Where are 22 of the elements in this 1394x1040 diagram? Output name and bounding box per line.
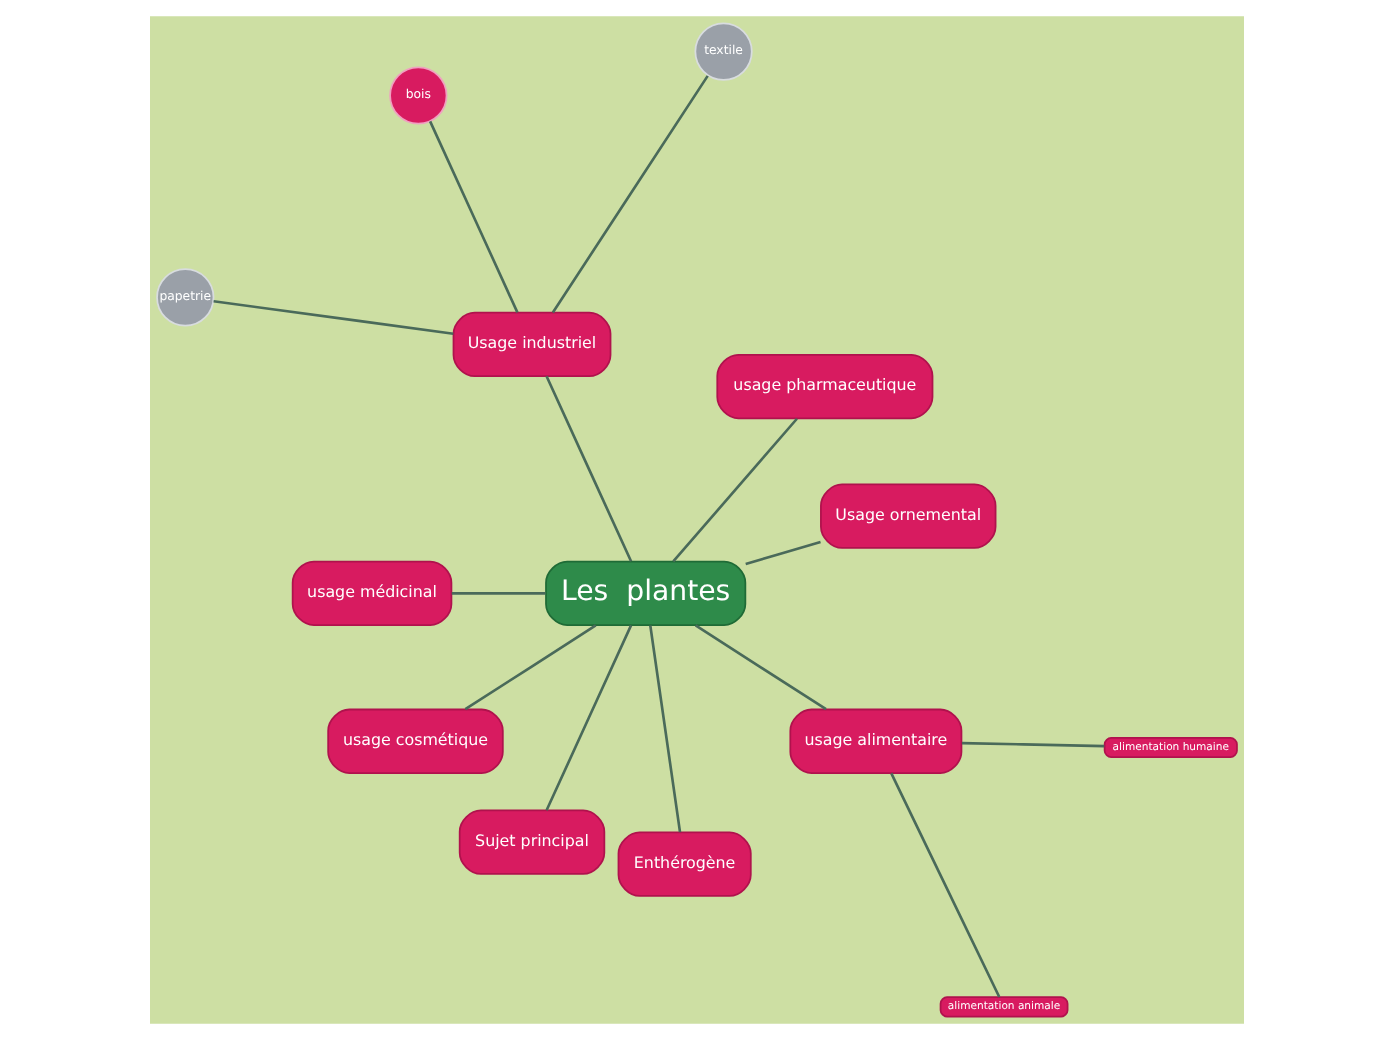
connector [545, 375, 633, 562]
node-box: Enthérogène [617, 831, 752, 897]
connector [961, 741, 1105, 748]
connector [694, 624, 827, 711]
node-box: Les plantes [545, 560, 747, 626]
connector [464, 624, 597, 711]
connector [428, 120, 519, 313]
node-box: usage alimentaire [789, 708, 963, 774]
connector [545, 624, 633, 811]
node-box: usage pharmaceutique [716, 353, 934, 420]
connector [890, 772, 1001, 998]
node-box: usage cosmétique [327, 708, 504, 774]
node-box: Sujet principal [458, 809, 606, 875]
connector [551, 75, 709, 314]
node-box: Usage ornemental [820, 483, 997, 549]
connector [745, 540, 821, 566]
connector [213, 299, 454, 336]
node-box: Usage industriel [452, 311, 612, 378]
connector [649, 625, 682, 833]
connector [451, 592, 546, 595]
node-box: usage médicinal [291, 560, 453, 626]
connector [672, 417, 798, 563]
